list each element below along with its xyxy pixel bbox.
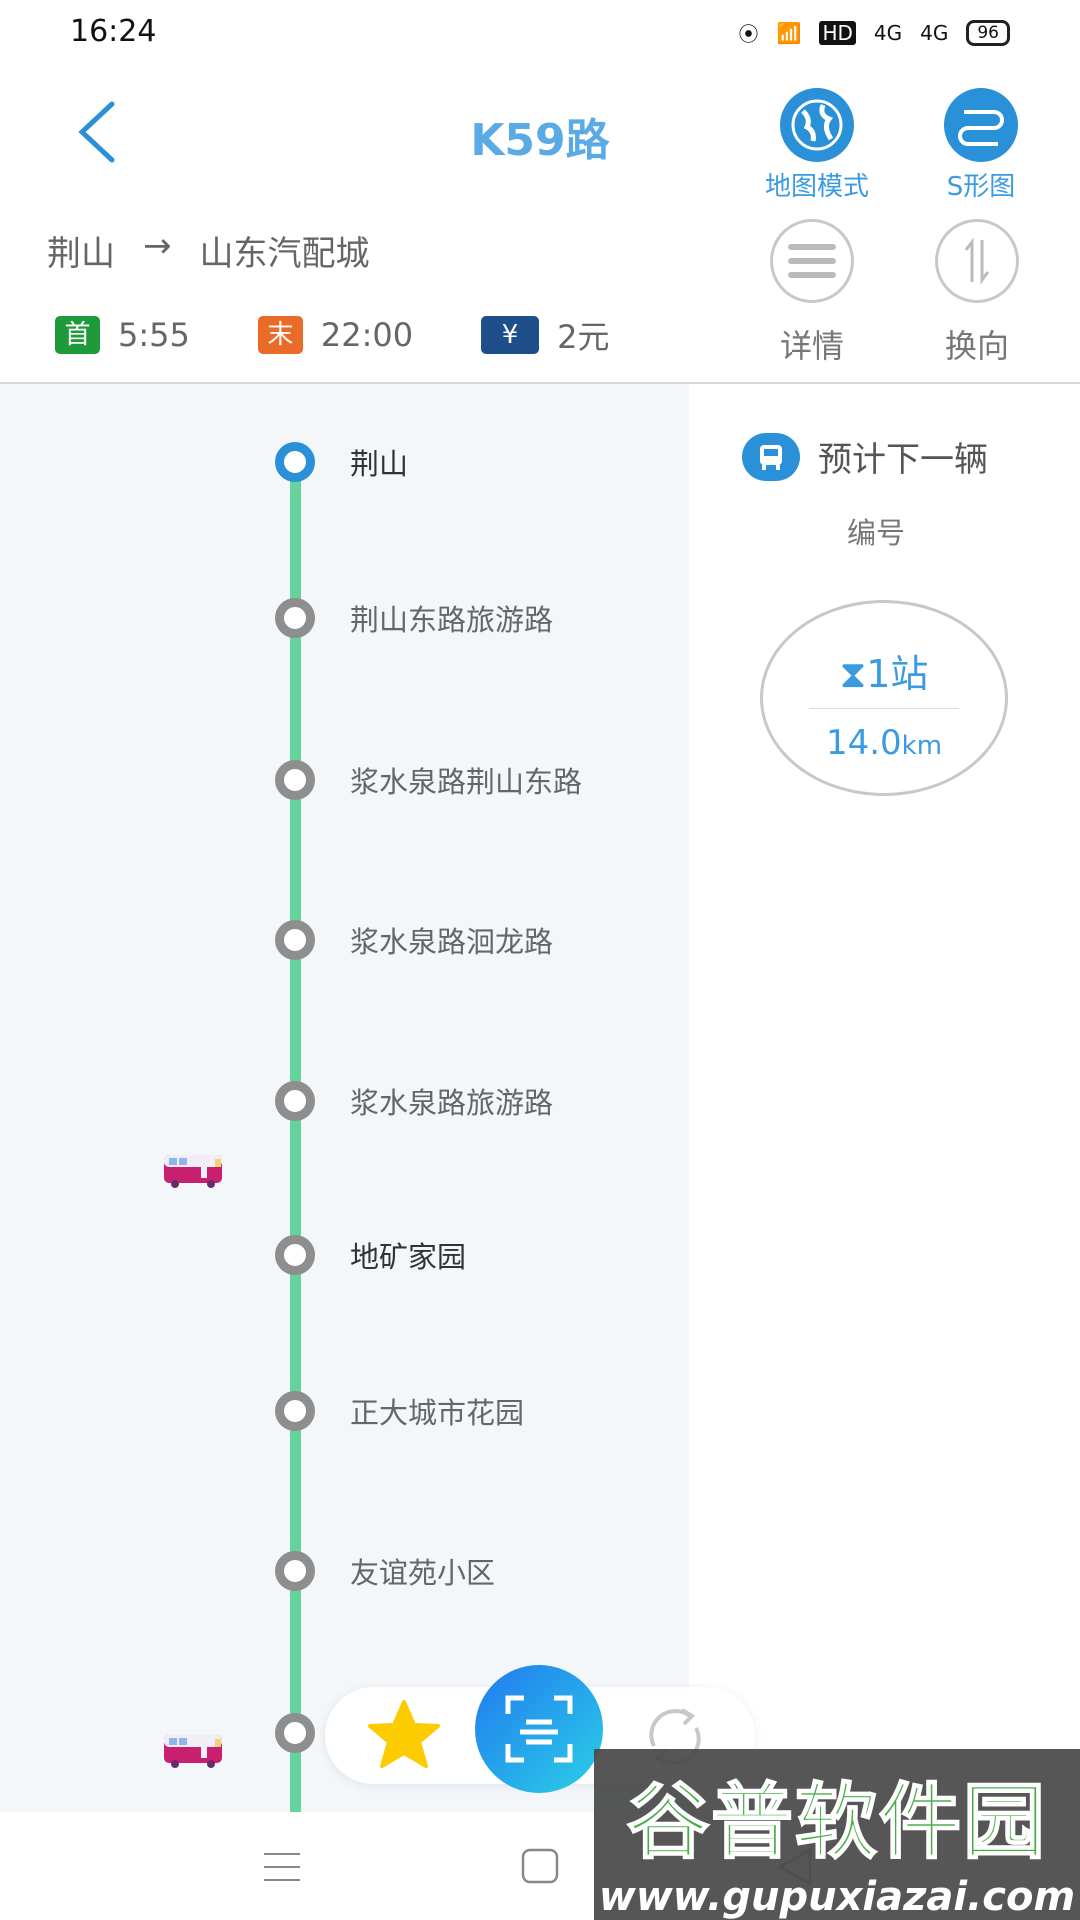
station-name: 浆水泉路荆山东路: [350, 765, 583, 799]
arrow-right-icon: →: [143, 226, 172, 266]
menu-icon: [770, 219, 854, 303]
distance: 14.0km: [763, 723, 1005, 763]
scan-icon: [505, 1695, 573, 1763]
station-item[interactable]: 浆水泉路旅游路: [275, 1081, 553, 1121]
bus-stop-icon: [742, 432, 800, 481]
station-item[interactable]: 正大城市花园: [275, 1391, 524, 1431]
station-dot: [275, 1081, 315, 1121]
chevron-left-icon: [78, 101, 115, 163]
page-title: K59路: [470, 115, 610, 166]
reverse-label: 换向: [944, 327, 1009, 365]
station-dot: [275, 760, 315, 800]
reverse-button[interactable]: 换向: [917, 219, 1037, 367]
station-name: 友谊苑小区: [350, 1556, 496, 1590]
station-dot: [275, 442, 315, 482]
status-icons: ⦿ 📶 HD 4G 4G 96: [739, 18, 1010, 47]
distance-value: 14.0: [825, 723, 902, 763]
hd-icon: HD: [819, 20, 856, 45]
schedule-info: 首 5:55 末 22:00 ¥ 2元: [55, 312, 609, 358]
station-item[interactable]: 荆山: [275, 442, 408, 482]
distance-unit: km: [901, 731, 943, 761]
next-bus-header: 预计下一辆: [742, 432, 988, 481]
signal-icon: 4G: [873, 20, 903, 45]
status-time: 16:24: [70, 14, 157, 49]
station-dot: [275, 1713, 315, 1753]
fare: 2元: [557, 318, 610, 356]
stops-away: ⧗1站: [763, 643, 1005, 698]
swap-direction-icon: [935, 219, 1019, 303]
station-item[interactable]: 荆山东路旅游路: [275, 598, 553, 638]
recent-apps-button[interactable]: [262, 1852, 302, 1882]
route-to: 山东汽配城: [199, 234, 370, 274]
next-bus-eta: ⧗1站 14.0km: [760, 600, 1008, 796]
route-from: 荆山: [47, 234, 115, 274]
station-name: 地矿家园: [350, 1240, 467, 1274]
bus-icon: [164, 1155, 222, 1188]
station-name: 正大城市花园: [350, 1396, 525, 1430]
station-name: 荆山东路旅游路: [350, 603, 554, 637]
ticket-icon: ¥: [481, 316, 540, 354]
scan-button[interactable]: [475, 1665, 603, 1793]
station-dot: [275, 1391, 315, 1431]
location-icon: ⦿: [738, 22, 759, 46]
station-item[interactable]: 浆水泉路荆山东路: [275, 760, 582, 800]
bus-id-label: 编号: [846, 516, 905, 550]
details-button[interactable]: 详情: [752, 219, 872, 367]
station-dot: [275, 598, 315, 638]
favorite-button[interactable]: [366, 1698, 442, 1778]
back-button[interactable]: [70, 100, 130, 164]
last-bus-badge: 末: [257, 316, 303, 354]
station-dot: [275, 920, 315, 960]
divider: [0, 382, 1080, 384]
station-item[interactable]: 地矿家园: [275, 1235, 466, 1275]
battery-icon: 96: [966, 19, 1010, 46]
signal-icon: 4G: [920, 20, 949, 45]
s-route-icon: [944, 88, 1018, 162]
route-direction: 荆山 → 山东汽配城: [47, 226, 370, 275]
s-map-label: S形图: [946, 172, 1016, 202]
next-bus-title: 预计下一辆: [818, 440, 988, 480]
station-item[interactable]: 浆水泉路洄龙路: [275, 920, 553, 960]
watermark-url: www.gupuxiazai.com: [598, 1874, 1076, 1920]
route-line: [290, 462, 301, 1812]
station-dot: [275, 1235, 315, 1275]
last-bus-time: 22:00: [320, 316, 414, 354]
station-list-panel[interactable]: [0, 384, 689, 1812]
divider: [809, 708, 959, 709]
hourglass-icon: ⧗: [839, 652, 867, 696]
station-name: 浆水泉路洄龙路: [350, 925, 554, 959]
home-button[interactable]: [521, 1848, 559, 1886]
details-label: 详情: [779, 327, 844, 365]
first-bus-badge: 首: [55, 316, 100, 354]
status-bar: 16:24 ⦿ 📶 HD 4G 4G 96: [0, 0, 1080, 70]
station-name: 荆山: [350, 447, 409, 481]
watermark-name: 谷普软件园: [626, 1774, 1047, 1871]
s-map-button[interactable]: S形图: [916, 88, 1046, 203]
map-mode-button[interactable]: 地图模式: [752, 88, 882, 203]
first-bus-time: 5:55: [118, 316, 190, 354]
station-item[interactable]: 友谊苑小区: [275, 1551, 495, 1591]
station-dot: [275, 1551, 315, 1591]
station-item[interactable]: [275, 1713, 350, 1753]
globe-icon: [780, 88, 854, 162]
bus-icon: [164, 1735, 222, 1768]
map-mode-label: 地图模式: [764, 172, 869, 202]
station-name: 浆水泉路旅游路: [350, 1086, 554, 1120]
wifi-icon: 📶: [776, 20, 802, 45]
star-icon: [368, 1700, 440, 1768]
watermark-logo: 谷普软件园 www.gupuxiazai.com: [594, 1749, 1080, 1920]
stops-count: 1站: [866, 652, 929, 696]
